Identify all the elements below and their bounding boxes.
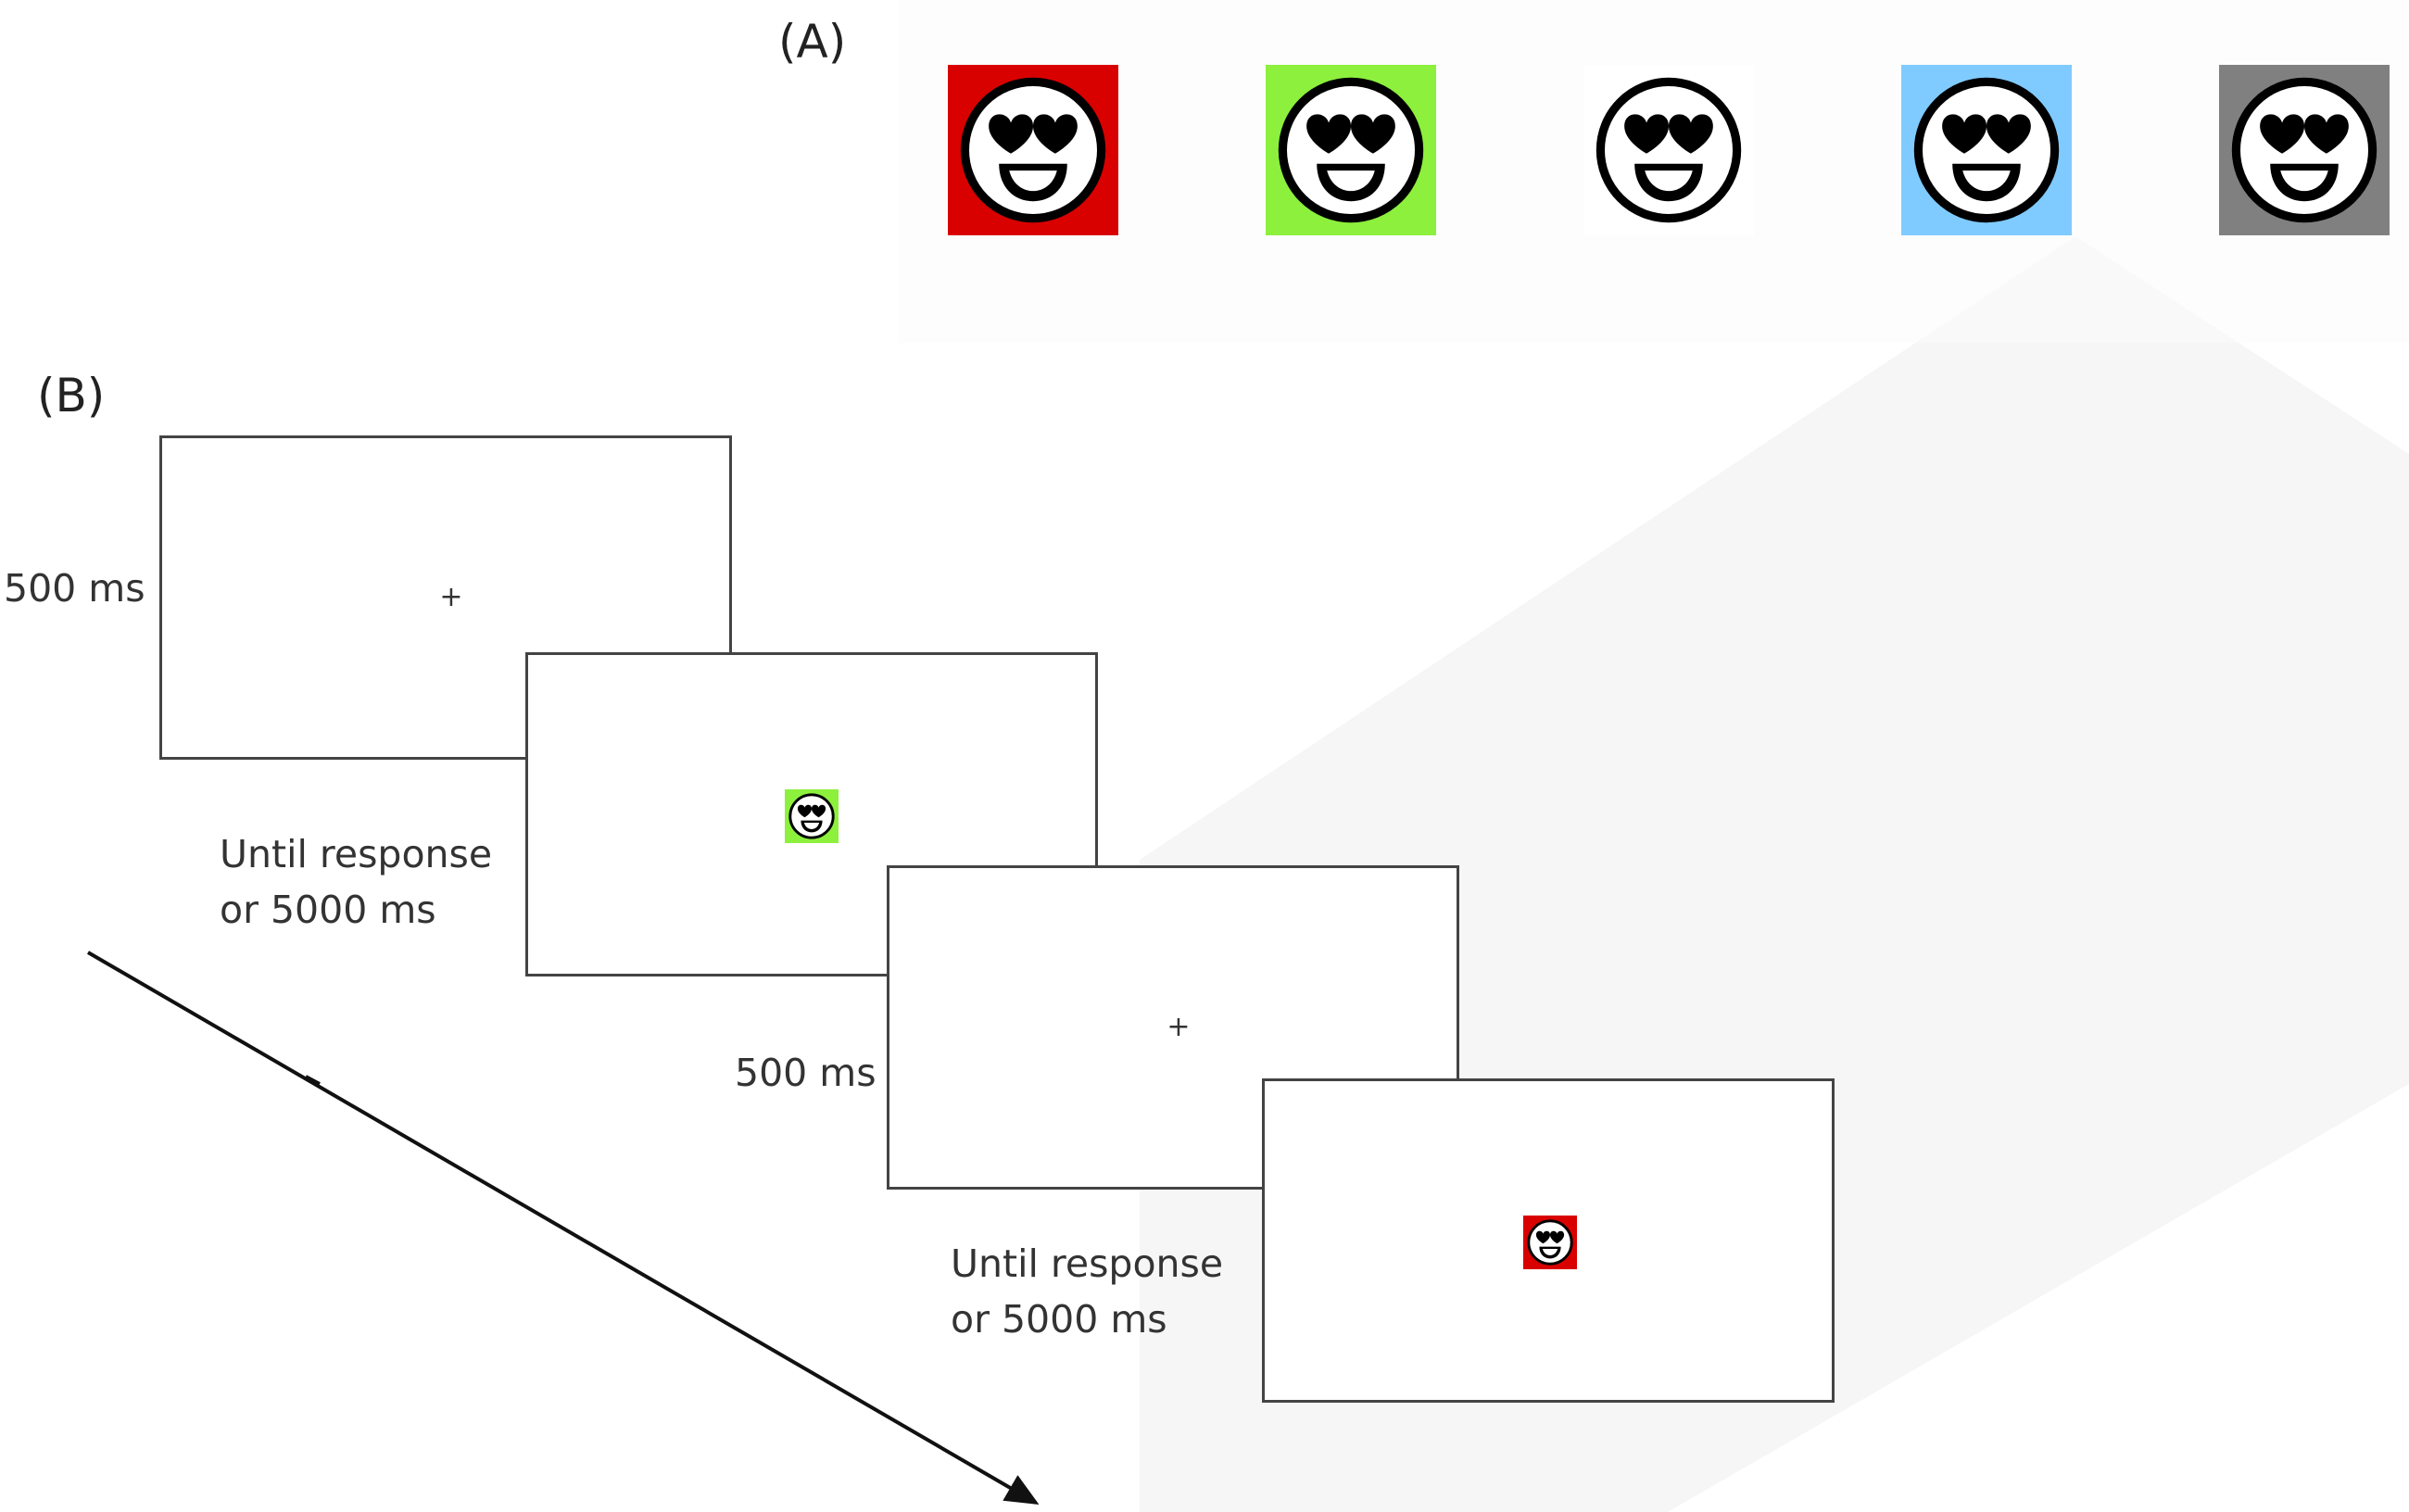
stimulus-white bbox=[1581, 65, 1757, 235]
timing-label-1: 500 ms bbox=[4, 566, 145, 611]
heart-eyes-emoji-icon bbox=[1901, 65, 2072, 235]
timing-label-2-line2: or 5000 ms bbox=[220, 888, 436, 932]
stimulus-red bbox=[945, 65, 1121, 235]
timing-label-3: 500 ms bbox=[735, 1051, 877, 1095]
heart-eyes-emoji-icon bbox=[2219, 65, 2390, 235]
heart-eyes-emoji-icon bbox=[785, 789, 839, 843]
timing-label-2-line1: Until response bbox=[220, 832, 493, 876]
panel-a-label: (A) bbox=[778, 15, 847, 69]
fixation-cross: + bbox=[1167, 1011, 1191, 1043]
stimulus-gray bbox=[2216, 65, 2392, 235]
stimulus-green bbox=[1263, 65, 1439, 235]
fixation-cross: + bbox=[439, 581, 463, 613]
heart-eyes-emoji-icon bbox=[1266, 65, 1436, 235]
mini-stimulus-red bbox=[1522, 1216, 1578, 1269]
timing-label-4-line2: or 5000 ms bbox=[951, 1297, 1167, 1342]
stimulus-blue bbox=[1898, 65, 2075, 235]
screen-stimulus-2 bbox=[1262, 1078, 1835, 1403]
heart-eyes-emoji-icon bbox=[948, 65, 1118, 235]
heart-eyes-emoji-icon bbox=[1583, 65, 1754, 235]
heart-eyes-emoji-icon bbox=[1523, 1216, 1577, 1269]
mini-stimulus-green bbox=[784, 789, 839, 843]
timing-label-4-line1: Until response bbox=[951, 1241, 1224, 1286]
panel-b-label: (B) bbox=[37, 369, 106, 422]
